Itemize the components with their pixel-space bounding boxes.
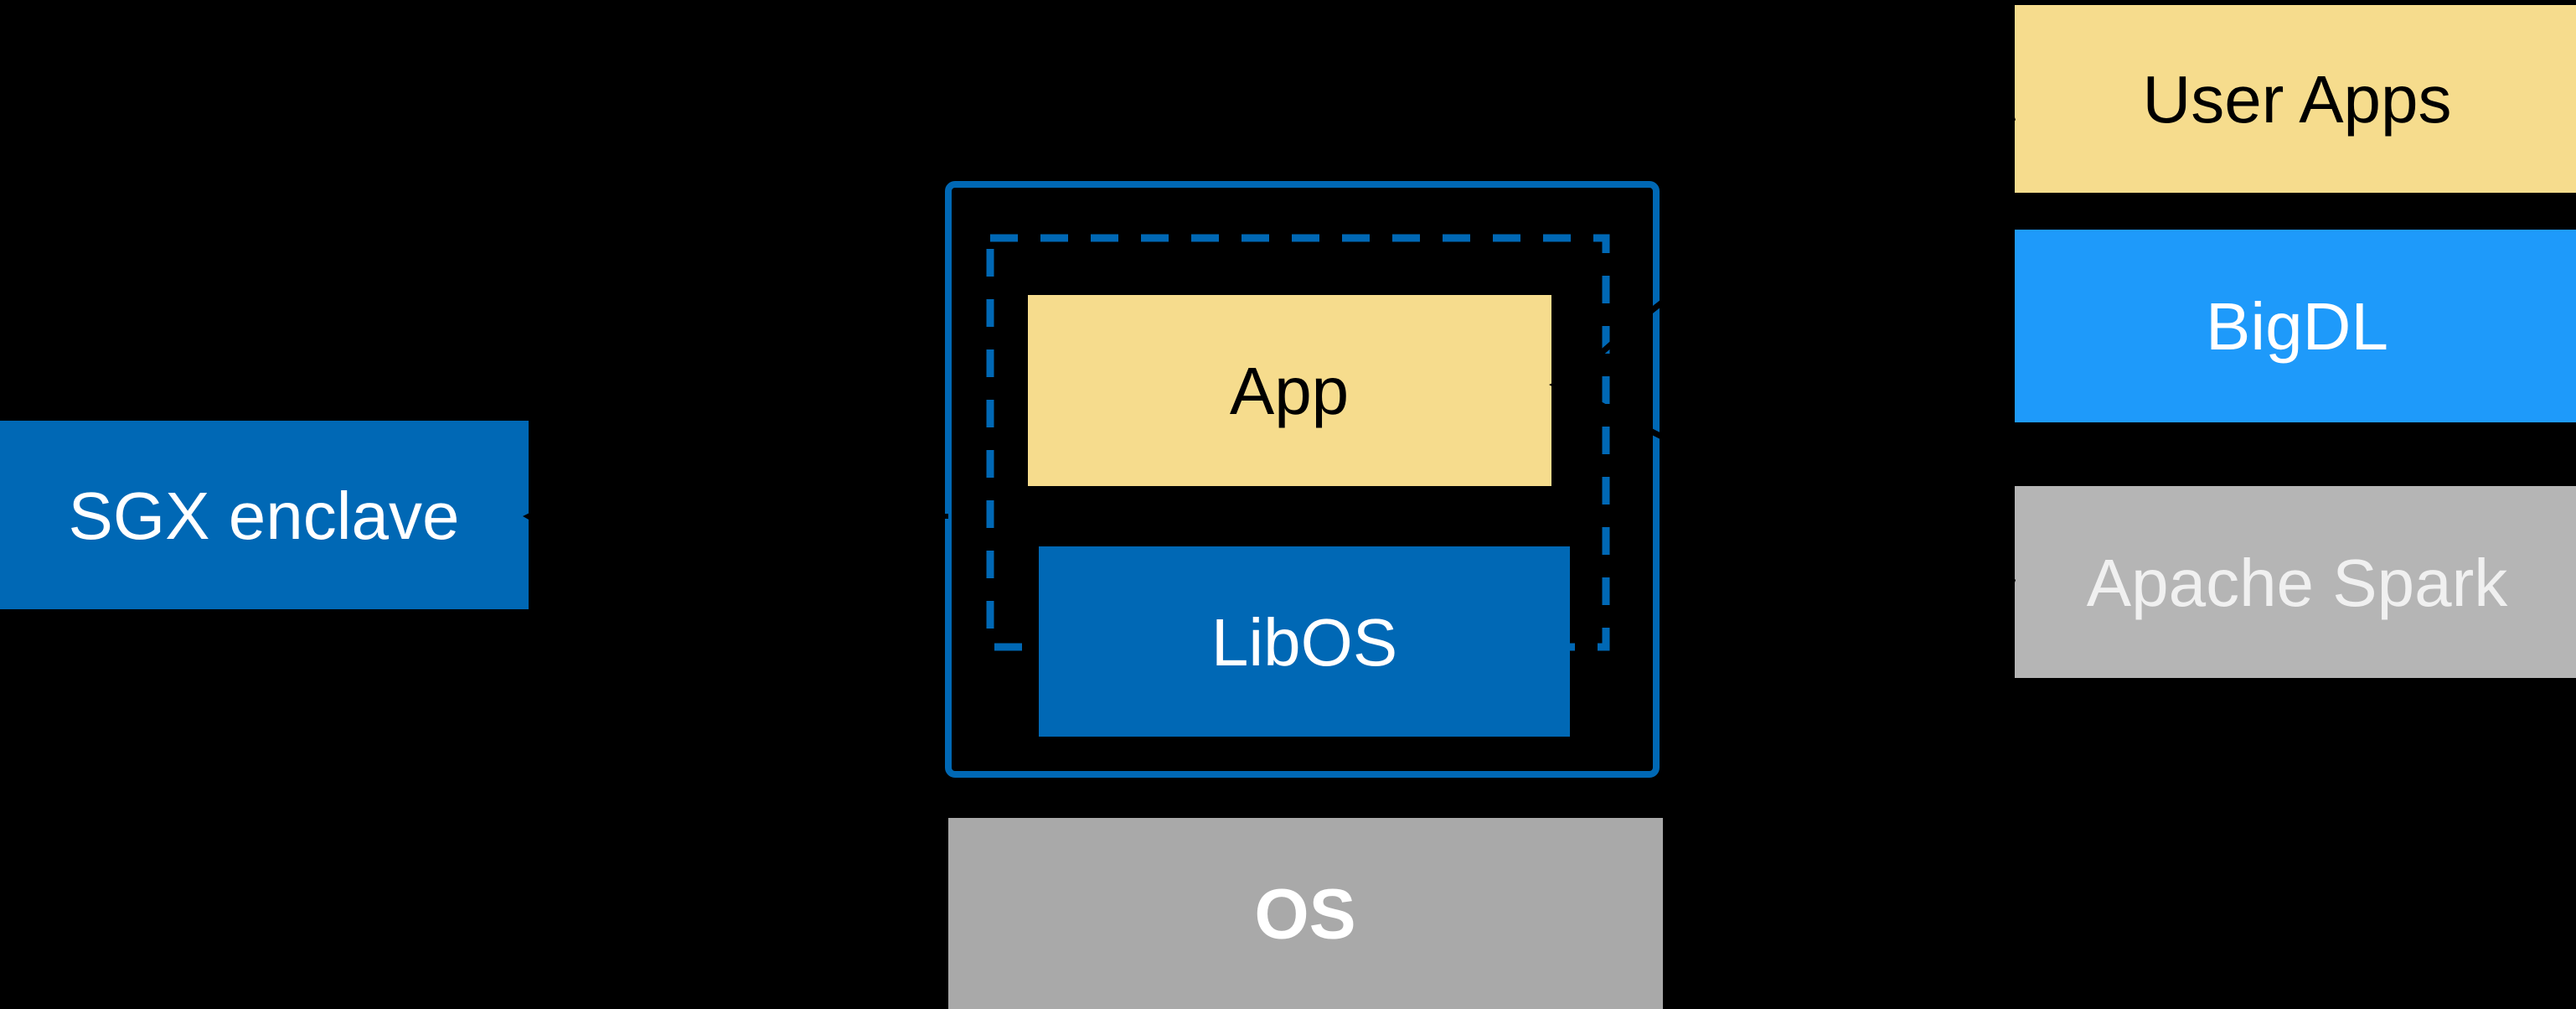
libos-box <box>1039 546 1570 737</box>
sgx-enclave-label-box <box>0 421 529 609</box>
stack-to-app-arrowhead-icon <box>1549 369 1586 402</box>
app-box <box>1028 295 1551 486</box>
app-box-label: App <box>1230 354 1349 428</box>
bigdl-label: BigDL <box>2206 289 2388 364</box>
bigdl-box <box>2015 230 2576 422</box>
os-box <box>948 818 1663 1009</box>
libos-box-label: LibOS <box>1211 605 1397 680</box>
os-box-label: OS <box>1254 874 1355 953</box>
user-apps-box <box>2015 5 2576 193</box>
enclave-container-border <box>945 181 1660 778</box>
stack-to-app-upper-curve <box>1571 114 2016 381</box>
apache-spark-label: Apache Spark <box>2087 546 2509 620</box>
user-apps-label: User Apps <box>2142 62 2451 137</box>
sgx-enclave-label: SGX enclave <box>69 479 460 553</box>
stack-to-app-lower-curve <box>1577 389 2016 586</box>
apache-spark-box <box>2015 486 2576 678</box>
enclave-label-arrowhead-icon <box>523 498 560 535</box>
